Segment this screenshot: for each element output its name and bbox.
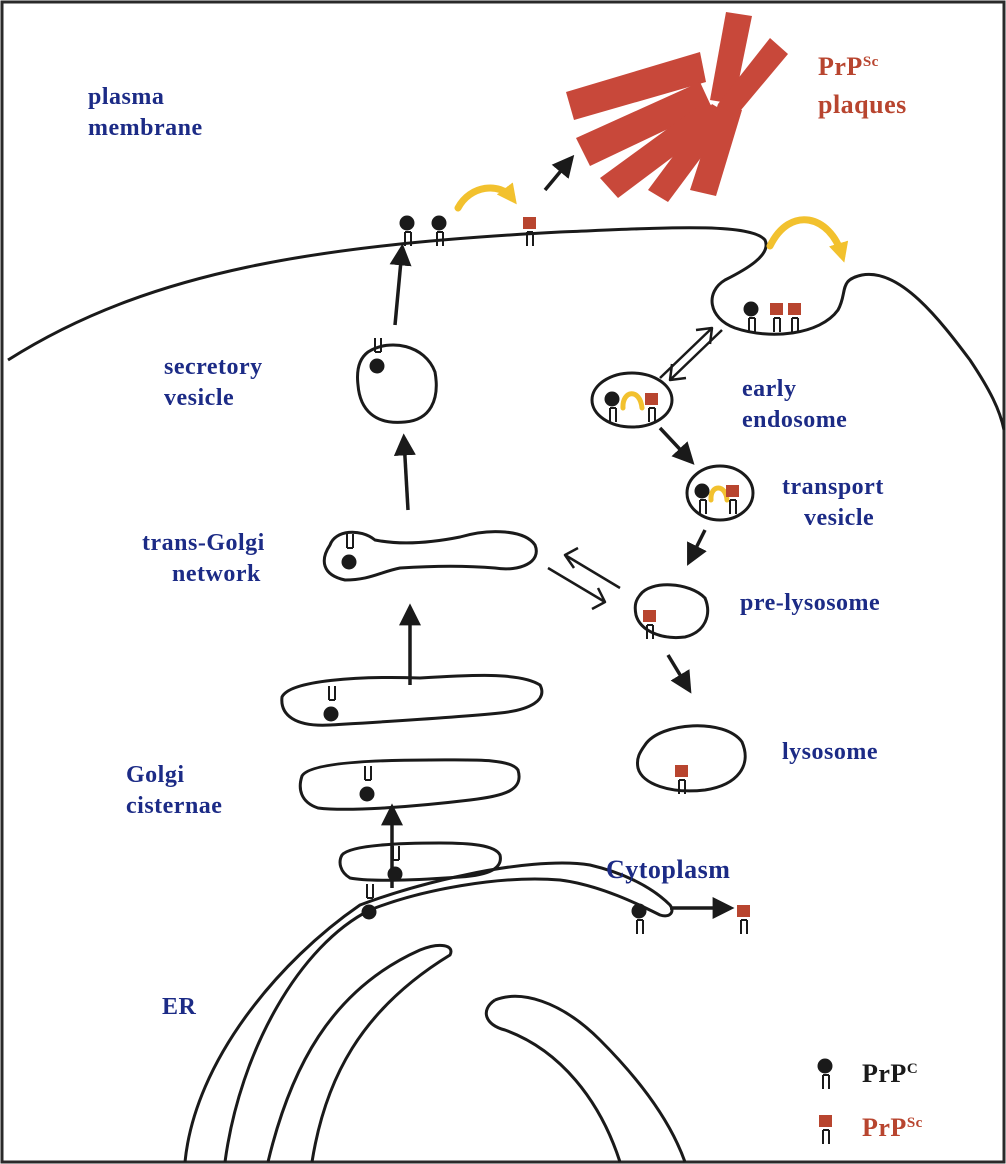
prpc-molecule-icon	[818, 1059, 833, 1090]
secretory-line1: secretory	[164, 352, 263, 383]
legend-prpsc-base: PrP	[862, 1113, 907, 1142]
plasma-membrane-line1: plasma	[88, 82, 203, 113]
plaques-line2: plaques	[818, 86, 907, 124]
early-endosome	[592, 373, 672, 427]
transport-arrows	[392, 160, 728, 908]
legend-prpc-sup: C	[907, 1061, 918, 1077]
tgn-line2: network	[142, 559, 265, 590]
prpc-molecule-icon	[342, 534, 357, 570]
label-transport-vesicle: transport vesicle	[782, 472, 884, 534]
golgi-cisternae	[282, 675, 542, 880]
early-line1: early	[742, 374, 847, 405]
prpsc-molecule-icon	[770, 303, 783, 332]
prp-molecules	[324, 216, 833, 1145]
label-pre-lysosome: pre-lysosome	[740, 588, 880, 619]
lysosome	[637, 726, 745, 791]
tgn-line1: trans-Golgi	[142, 528, 265, 559]
legend-prpc-base: PrP	[862, 1059, 907, 1088]
transport-line2: vesicle	[782, 503, 884, 534]
plaques-base: PrP	[818, 52, 863, 81]
prpsc-molecule-icon	[819, 1115, 832, 1144]
plasma-membrane	[8, 228, 1004, 430]
label-cytoplasm: Cytoplasm	[606, 854, 730, 885]
prpsc-molecule-icon	[645, 393, 658, 422]
prpsc-molecule-icon	[737, 905, 750, 934]
legend-prpc-label: PrPC	[862, 1058, 918, 1089]
secretory-vesicle	[357, 345, 436, 422]
prpc-molecule-icon	[744, 302, 759, 333]
prpc-molecule-icon	[360, 766, 375, 802]
transport-line1: transport	[782, 472, 884, 503]
prpc-molecule-icon	[324, 686, 339, 722]
prpsc-molecule-icon	[523, 217, 536, 246]
prpc-molecule-icon	[370, 338, 385, 374]
label-golgi-cisternae: Golgi cisternae	[126, 760, 222, 822]
legend-prpsc-label: PrPSc	[862, 1112, 923, 1143]
prpc-molecule-icon	[632, 904, 647, 935]
prpc-molecule-icon	[695, 484, 710, 515]
plaques-sup: Sc	[863, 54, 879, 70]
label-trans-golgi-network: trans-Golgi network	[142, 528, 265, 590]
prpc-molecule-icon	[388, 846, 403, 882]
label-early-endosome: early endosome	[742, 374, 847, 436]
label-er: ER	[162, 992, 196, 1023]
prpsc-plaque	[566, 12, 788, 202]
prpsc-molecule-icon	[788, 303, 801, 332]
golgi-line2: cisternae	[126, 791, 222, 822]
plasma-membrane-line2: membrane	[88, 113, 203, 144]
endoplasmic-reticulum	[185, 863, 685, 1162]
label-lysosome: lysosome	[782, 737, 878, 768]
bidirectional-arrows	[548, 328, 722, 609]
golgi-line1: Golgi	[126, 760, 222, 791]
early-line2: endosome	[742, 405, 847, 436]
prpc-molecule-icon	[605, 392, 620, 423]
plaques-line1: PrPSc	[818, 48, 907, 86]
legend-prpsc-sup: Sc	[907, 1115, 923, 1131]
label-secretory-vesicle: secretory vesicle	[164, 352, 263, 414]
label-plasma-membrane: plasma membrane	[88, 82, 203, 144]
label-prpsc-plaques: PrPSc plaques	[818, 48, 907, 124]
secretory-line2: vesicle	[164, 383, 263, 414]
trans-golgi-network	[324, 532, 536, 580]
